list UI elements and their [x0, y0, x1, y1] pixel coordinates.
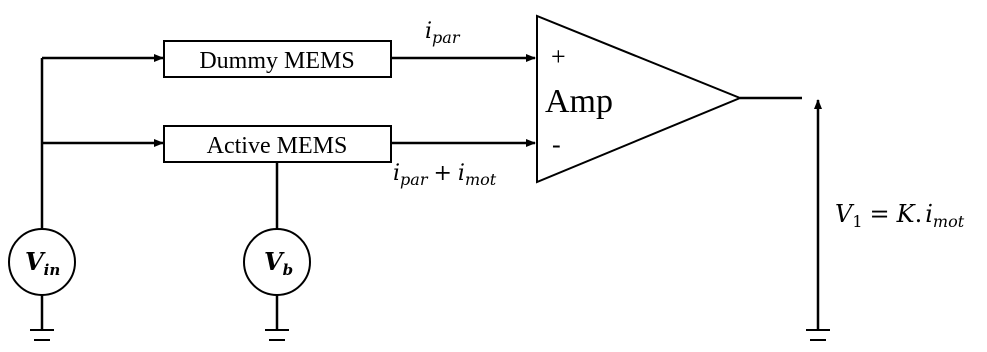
ground-icon — [806, 329, 830, 341]
amplifier-minus-sign: - — [552, 130, 561, 159]
ground-icon — [265, 329, 289, 341]
amplifier-label: Amp — [545, 83, 613, 120]
active-mems-block: Active MEMS — [163, 125, 392, 163]
i-par-label: ipar — [425, 19, 461, 47]
i-par-plus-i-mot-label: ipar+imot — [393, 161, 497, 189]
dummy-mems-label: Dummy MEMS — [199, 48, 354, 74]
amplifier-plus-sign: + — [551, 42, 566, 71]
ground-icon — [30, 329, 54, 341]
v1-equation-label: V1=K.imot — [835, 200, 965, 231]
dummy-mems-block: Dummy MEMS — [163, 40, 392, 78]
vin-source: Vin — [8, 228, 76, 296]
vb-source: Vb — [243, 228, 311, 296]
active-mems-label: Active MEMS — [207, 133, 348, 159]
amplifier: Amp + - — [536, 14, 743, 184]
vin-source-label: Vin — [25, 247, 60, 279]
vb-source-label: Vb — [264, 247, 293, 279]
